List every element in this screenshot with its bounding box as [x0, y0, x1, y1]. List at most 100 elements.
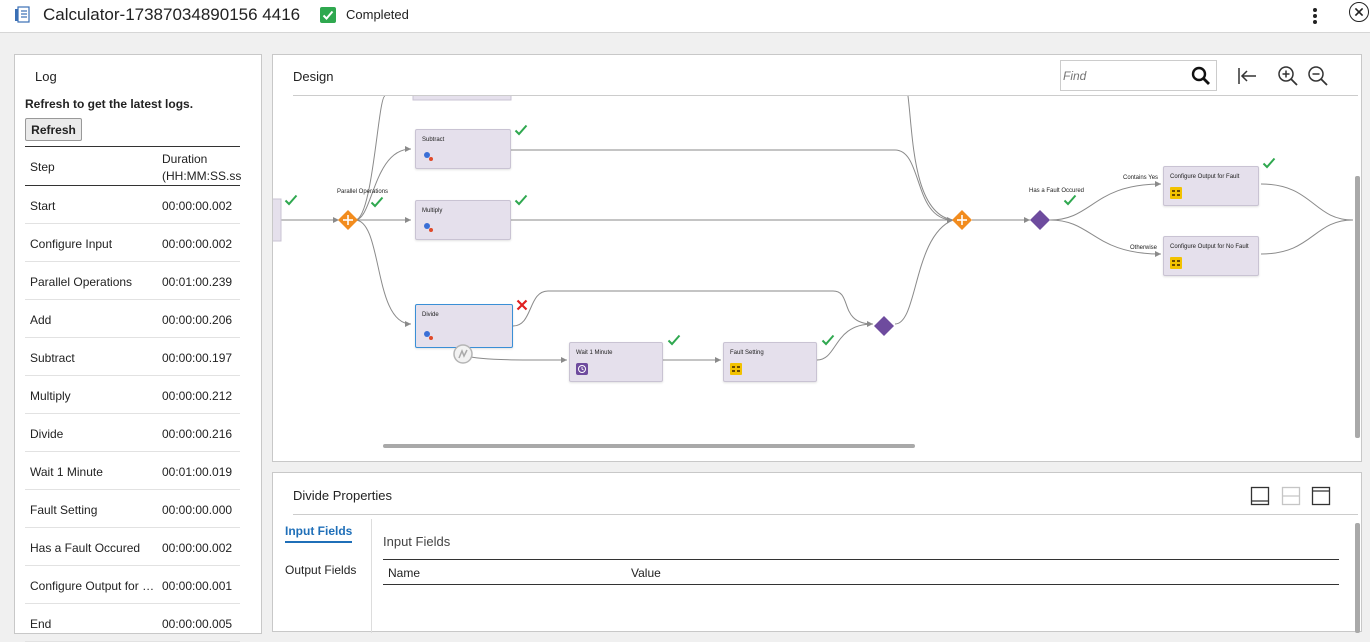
subtract-node-label: Subtract: [422, 137, 445, 143]
multiply-node[interactable]: Multiply: [415, 200, 511, 240]
success-check-icon: [284, 194, 298, 206]
service-gear-icon: [424, 223, 433, 232]
log-step-duration: 00:00:00.005: [162, 617, 233, 631]
wait-node[interactable]: Wait 1 Minute: [569, 342, 663, 382]
fit-to-start-icon[interactable]: [1236, 65, 1258, 87]
properties-panel: Divide Properties Input Fields Output Fi…: [272, 472, 1362, 633]
close-icon[interactable]: [1349, 2, 1369, 22]
log-row[interactable]: End 00:00:00.005: [25, 604, 240, 642]
log-title: Log: [35, 69, 57, 84]
log-step-name: Subtract: [30, 351, 75, 365]
log-step-name: Multiply: [30, 389, 71, 403]
success-check-icon: [514, 124, 528, 136]
error-boundary-icon[interactable]: [453, 344, 473, 364]
log-step-duration: 00:00:00.002: [162, 199, 233, 213]
completed-check-icon: [320, 7, 336, 23]
fault-setting-node[interactable]: Fault Setting: [723, 342, 817, 382]
process-title: Calculator-17387034890156 4416: [43, 5, 301, 24]
join-gateway[interactable]: [951, 209, 973, 231]
contains-yes-label: Contains Yes: [1123, 175, 1159, 181]
log-row[interactable]: Configure Input 00:00:00.002: [25, 224, 240, 262]
divide-node[interactable]: Divide: [415, 304, 513, 348]
success-check-icon: [821, 334, 835, 346]
error-x-icon: [516, 299, 528, 311]
subtract-node[interactable]: Subtract: [415, 129, 511, 169]
success-check-icon: [667, 334, 681, 346]
configure-output-fault-node[interactable]: Configure Output for Fault: [1163, 166, 1259, 206]
log-row[interactable]: Configure Output for F... 00:00:00.001: [25, 566, 240, 604]
name-column-header: Name: [388, 566, 421, 580]
log-row[interactable]: Multiply 00:00:00.212: [25, 376, 240, 414]
has-fault-decision[interactable]: [1029, 209, 1051, 231]
document-icon: [15, 6, 30, 23]
zoom-out-icon[interactable]: [1307, 65, 1329, 87]
connection-lines: [273, 96, 1354, 363]
zoom-in-icon[interactable]: [1277, 65, 1299, 87]
tab-input-fields[interactable]: Input Fields: [285, 524, 353, 543]
log-step-duration: 00:00:00.216: [162, 427, 233, 441]
clock-icon: [576, 363, 588, 375]
configure-output-no-fault-node[interactable]: Configure Output for No Fault: [1163, 236, 1259, 276]
input-fields-section-title: Input Fields: [383, 534, 451, 549]
log-step-name: Add: [30, 313, 52, 327]
top-bar: Calculator-17387034890156 4416 Completed: [0, 0, 1370, 33]
parallel-gateway[interactable]: [337, 209, 359, 231]
properties-divider: [293, 514, 1358, 515]
wait-node-label: Wait 1 Minute: [576, 350, 613, 356]
multiply-node-label: Multiply: [422, 208, 443, 214]
assignment-icon: [1170, 187, 1182, 199]
tab-output-fields[interactable]: Output Fields: [285, 563, 357, 577]
log-step-duration: 00:00:00.000: [162, 503, 233, 517]
fault-setting-node-label: Fault Setting: [730, 350, 764, 356]
find-input[interactable]: [1063, 65, 1183, 87]
refresh-button[interactable]: Refresh: [25, 118, 82, 141]
service-gear-icon: [424, 152, 433, 161]
dock-top-icon[interactable]: [1311, 486, 1331, 506]
dock-bottom-icon[interactable]: [1250, 486, 1270, 506]
success-check-icon: [1262, 157, 1276, 169]
log-step-name: Has a Fault Occured: [30, 541, 141, 555]
log-step-duration: 00:00:00.212: [162, 389, 233, 403]
success-check-icon: [370, 196, 384, 208]
divide-node-label: Divide: [422, 312, 439, 318]
vertical-scrollbar[interactable]: [1355, 176, 1360, 438]
log-hint: Refresh to get the latest logs.: [25, 97, 194, 111]
log-table-header: Step Duration (HH:MM:SS.ss: [25, 146, 242, 186]
log-row[interactable]: Subtract 00:00:00.197: [25, 338, 240, 376]
properties-title: Divide Properties: [293, 488, 392, 503]
assignment-icon: [1170, 257, 1182, 269]
success-check-icon: [1063, 194, 1077, 206]
log-step-name: End: [30, 617, 52, 631]
properties-scrollbar[interactable]: [1355, 523, 1360, 633]
log-step-duration: 00:00:00.002: [162, 237, 233, 251]
log-step-duration: 00:00:00.001: [162, 579, 233, 593]
log-step-duration: 00:00:00.206: [162, 313, 233, 327]
status-text: Completed: [346, 7, 409, 22]
duration-column-header: Duration (HH:MM:SS.ss: [162, 152, 242, 183]
log-step-name: Divide: [30, 427, 64, 441]
design-title: Design: [293, 69, 334, 84]
split-view-icon[interactable]: [1281, 486, 1301, 506]
assignment-icon: [730, 363, 742, 375]
divide-merge-decision[interactable]: [873, 315, 895, 337]
log-panel: Log Refresh to get the latest logs. Refr…: [14, 54, 262, 642]
log-step-name: Configure Input: [30, 237, 113, 251]
log-step-name: Configure Output for F...: [30, 579, 156, 593]
horizontal-scrollbar[interactable]: [383, 444, 915, 448]
more-options-icon[interactable]: [1306, 5, 1324, 27]
search-icon[interactable]: [1191, 66, 1211, 86]
process-canvas[interactable]: Parallel Operations Has a Fault Occured …: [273, 96, 1361, 461]
success-check-icon: [514, 194, 528, 206]
log-step-duration: 00:00:00.197: [162, 351, 233, 365]
design-divider: [293, 95, 1358, 96]
has-fault-label: Has a Fault Occured: [1029, 188, 1085, 194]
log-row[interactable]: Has a Fault Occured 00:00:00.002: [25, 528, 240, 566]
log-row[interactable]: Divide 00:00:00.216: [25, 414, 240, 452]
log-row[interactable]: Add 00:00:00.206: [25, 300, 240, 338]
log-step-duration: 00:00:00.002: [162, 541, 233, 555]
